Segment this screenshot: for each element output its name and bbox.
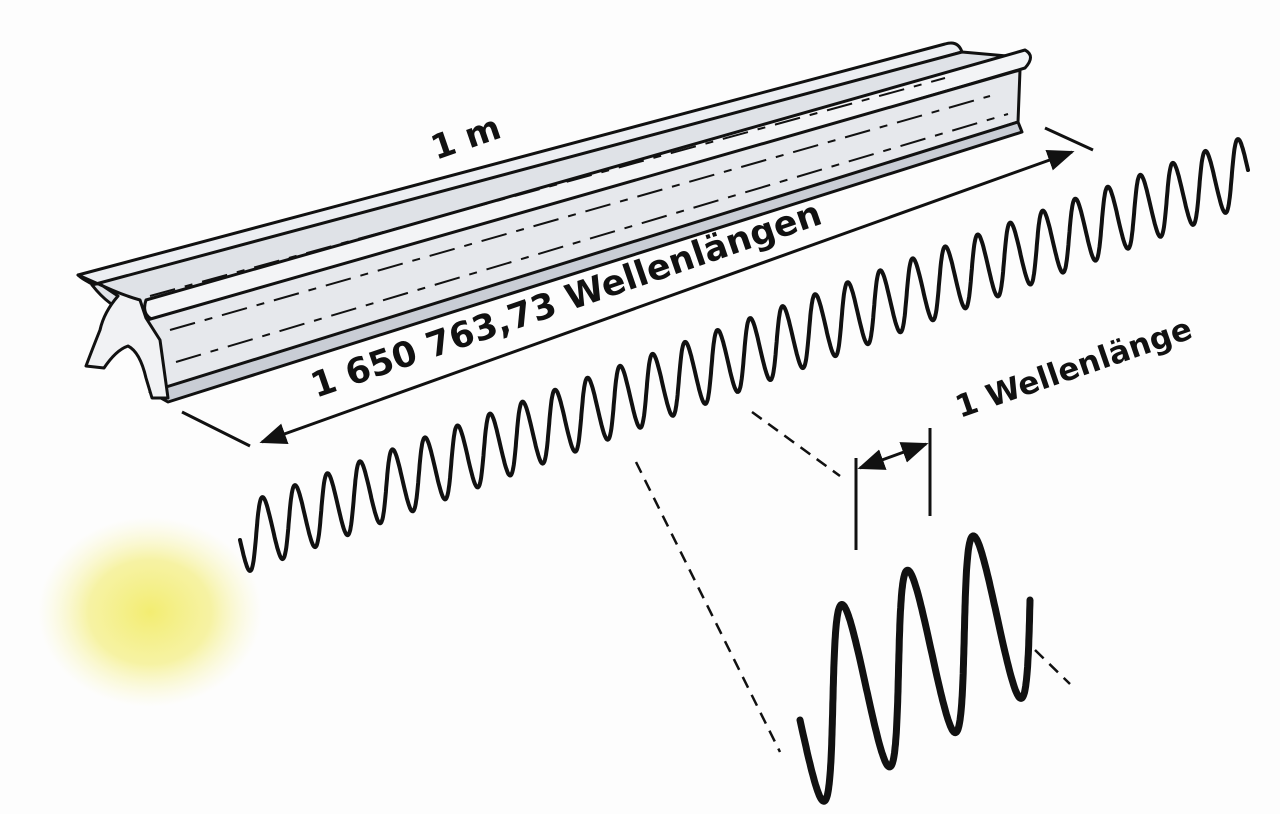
wavelength-dimension-arrow bbox=[857, 442, 929, 470]
bar-end-profile bbox=[76, 273, 170, 400]
wavelength-dimension bbox=[854, 428, 932, 550]
magnified-wave bbox=[796, 532, 1034, 805]
length-dimension-arrow bbox=[259, 150, 1075, 444]
light-source-glow bbox=[38, 517, 262, 707]
length-dimension bbox=[181, 126, 1094, 448]
single-wavelength-label: 1 Wellenlänge bbox=[951, 311, 1197, 426]
light-wave bbox=[238, 137, 1250, 573]
zoom-guide-lines bbox=[634, 410, 1071, 753]
meter-bar bbox=[76, 41, 1032, 404]
bar-length-label: 1 m bbox=[426, 108, 506, 169]
